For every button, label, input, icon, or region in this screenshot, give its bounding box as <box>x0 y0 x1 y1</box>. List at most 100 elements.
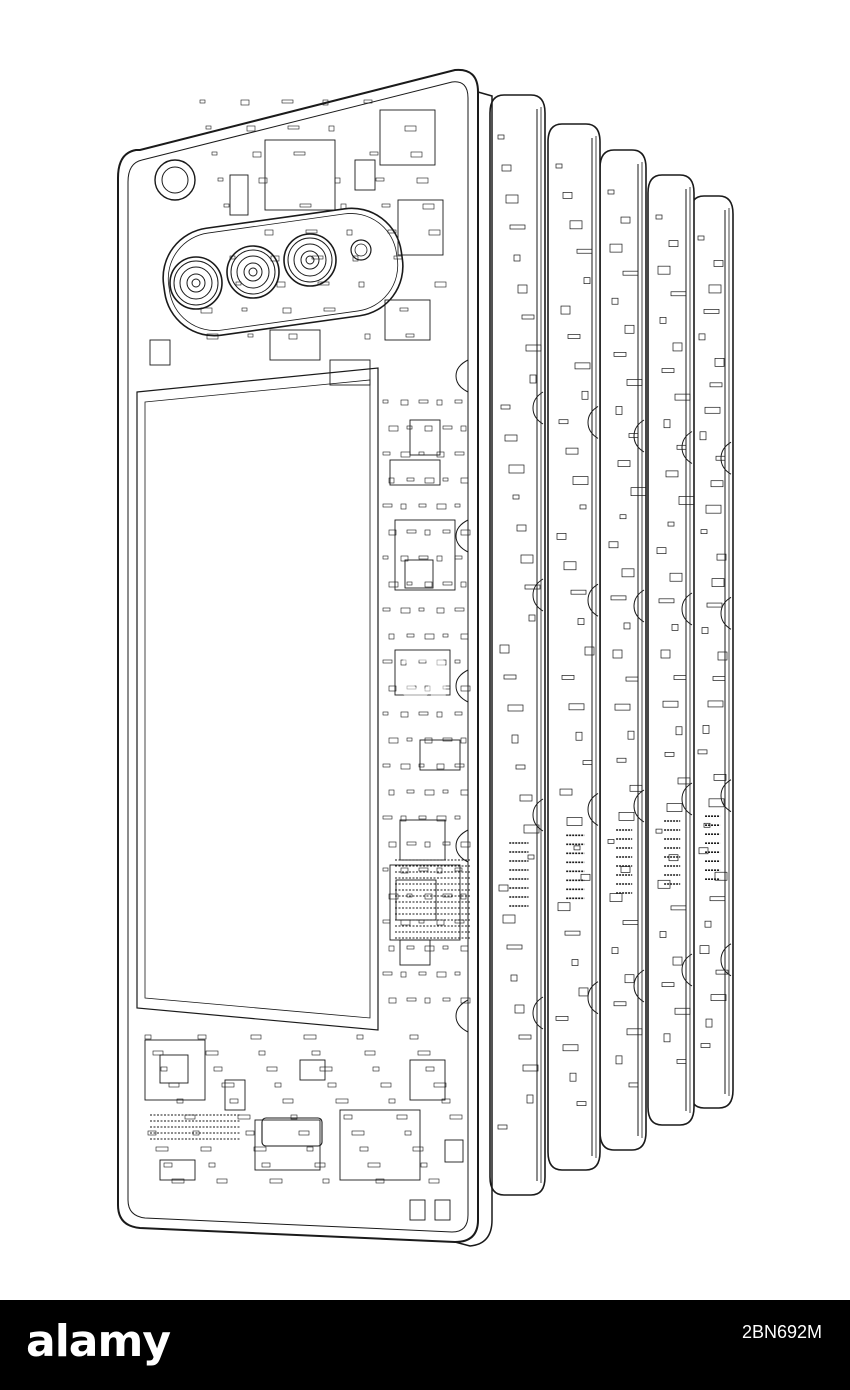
circuit-component <box>454 503 461 508</box>
circuit-component <box>152 1050 164 1056</box>
circuit-component <box>380 1082 392 1088</box>
circuit-component <box>460 737 467 744</box>
circuit-component <box>571 959 579 966</box>
circuit-component <box>229 255 236 260</box>
side-notch <box>532 391 544 425</box>
circuit-component <box>425 1066 435 1072</box>
phone-stack <box>117 68 734 1247</box>
circuit-component <box>388 997 397 1004</box>
circuit-component <box>442 997 451 1002</box>
circuit-component <box>442 633 449 638</box>
phone-inner-outline <box>127 81 469 1233</box>
circuit-component <box>611 297 619 305</box>
circuit-component <box>363 99 373 104</box>
circuit-component <box>442 685 451 690</box>
circuit-component <box>521 314 535 320</box>
circuit-component <box>322 99 329 106</box>
circuit-component <box>388 685 397 692</box>
circuit-component <box>303 1034 317 1040</box>
circuit-component <box>676 444 687 450</box>
circuit-component <box>716 553 727 561</box>
circuit-component <box>424 425 433 432</box>
circuit-component <box>500 404 511 410</box>
lens-ring <box>243 262 263 282</box>
circuit-component <box>409 1059 446 1101</box>
circuit-component <box>436 763 445 770</box>
circuit-component <box>702 725 710 734</box>
circuit-component <box>460 789 469 796</box>
circuit-component <box>568 703 585 711</box>
side-notch <box>720 779 732 813</box>
circuit-component <box>620 216 631 224</box>
circuit-component <box>237 1114 251 1120</box>
circuit-component <box>622 270 639 276</box>
phone-body-outline <box>117 68 479 1244</box>
circuit-component <box>418 659 427 664</box>
circuit-component <box>367 1162 381 1168</box>
circuit-component <box>676 1059 687 1064</box>
circuit-component <box>410 151 423 158</box>
circuit-component <box>617 460 631 467</box>
circuit-component <box>576 248 593 254</box>
back-phone <box>647 174 695 1126</box>
back-phone <box>547 123 601 1171</box>
circuit-component <box>409 1034 419 1040</box>
circuit-component <box>442 945 449 950</box>
circuit-component <box>254 1119 321 1171</box>
circuit-component <box>340 203 347 210</box>
lens-ring <box>236 255 270 289</box>
circuit-component <box>382 555 389 560</box>
circuit-component <box>501 164 512 172</box>
circuit-component <box>503 674 517 680</box>
lens-ring <box>287 237 333 283</box>
circuit-component <box>375 177 385 182</box>
circuit-component <box>394 519 456 591</box>
circuit-component <box>582 760 593 765</box>
circuit-component <box>666 803 683 812</box>
circuit-component <box>274 1082 282 1088</box>
circuit-component <box>147 1130 157 1136</box>
circuit-component <box>261 1162 271 1168</box>
circuit-component <box>382 607 391 612</box>
circuit-component <box>400 659 407 666</box>
side-notch <box>681 431 693 464</box>
side-notch <box>587 793 599 826</box>
circuit-component <box>406 737 413 742</box>
circuit-component <box>197 1034 207 1040</box>
circuit-component <box>343 1114 353 1120</box>
circuit-component <box>424 997 431 1004</box>
circuit-component <box>323 307 336 312</box>
circuit-component <box>707 700 724 708</box>
circuit-component <box>406 945 415 950</box>
circuit-component <box>393 255 403 260</box>
circuit-component <box>624 974 635 984</box>
circuit-component <box>400 503 407 510</box>
circuit-component <box>584 646 595 656</box>
phone-thickness-edge <box>454 91 493 1247</box>
circuit-component <box>389 459 441 486</box>
circuit-component <box>406 997 417 1002</box>
circuit-component <box>662 700 679 708</box>
circuit-component <box>556 533 567 540</box>
circuit-component <box>266 1066 278 1072</box>
circuit-component <box>618 812 635 821</box>
circuit-component <box>523 824 540 834</box>
circuit-component <box>382 763 391 768</box>
circuit-component <box>713 260 724 267</box>
circuit-component <box>382 919 391 924</box>
circuit-component <box>714 358 725 367</box>
circuit-component <box>311 1050 321 1056</box>
circuit-component <box>409 1199 426 1221</box>
circuit-component <box>674 393 691 401</box>
circuit-component <box>306 1146 314 1152</box>
lens-ring <box>230 249 276 295</box>
circuit-component <box>513 254 521 262</box>
circuit-component <box>715 455 726 461</box>
circuit-component <box>246 125 256 132</box>
circuit-component <box>424 477 435 484</box>
circuit-component <box>709 896 726 902</box>
circuit-component <box>388 529 397 536</box>
circuit-component <box>561 675 575 680</box>
circuit-component <box>613 352 627 357</box>
circuit-component <box>621 568 635 578</box>
